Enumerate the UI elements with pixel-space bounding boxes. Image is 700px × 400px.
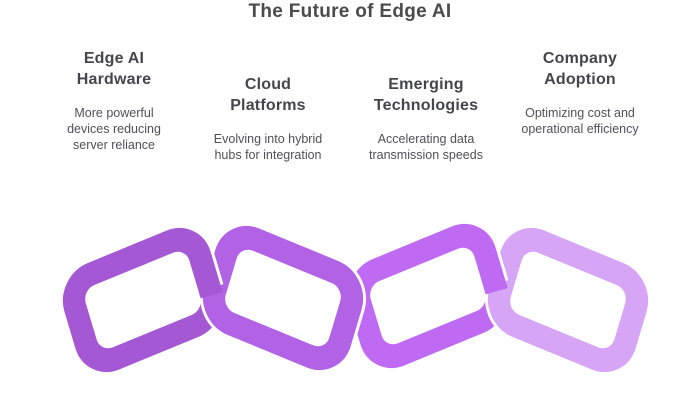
chain-link-4 <box>487 228 649 372</box>
chain-links-graphic <box>60 220 651 376</box>
column-company-adoption: Company Adoption Optimizing cost and ope… <box>502 48 658 137</box>
column-description: Evolving into hybrid hubs for integratio… <box>213 132 323 162</box>
column-description: Optimizing cost and operational efficien… <box>521 106 639 136</box>
column-description: More powerful devices reducing server re… <box>67 106 161 152</box>
page-title: The Future of Edge AI <box>248 1 452 22</box>
column-heading: Edge AI Hardware <box>76 50 152 88</box>
chain-link-3-weave <box>347 224 509 368</box>
column-description: Accelerating data transmission speeds <box>369 132 483 162</box>
chain-link-2 <box>202 226 364 370</box>
column-emerging-technologies: Emerging Technologies Accelerating data … <box>346 74 506 163</box>
column-cloud-platforms: Cloud Platforms Evolving into hybrid hub… <box>190 74 346 163</box>
column-heading: Emerging Technologies <box>373 76 479 114</box>
column-heading: Company Adoption <box>542 50 618 88</box>
chain-link-1-weave <box>62 228 224 372</box>
column-edge-ai-hardware: Edge AI Hardware More powerful devices r… <box>36 48 192 153</box>
column-heading: Cloud Platforms <box>230 76 306 114</box>
chain-link-2-weave <box>202 226 364 370</box>
